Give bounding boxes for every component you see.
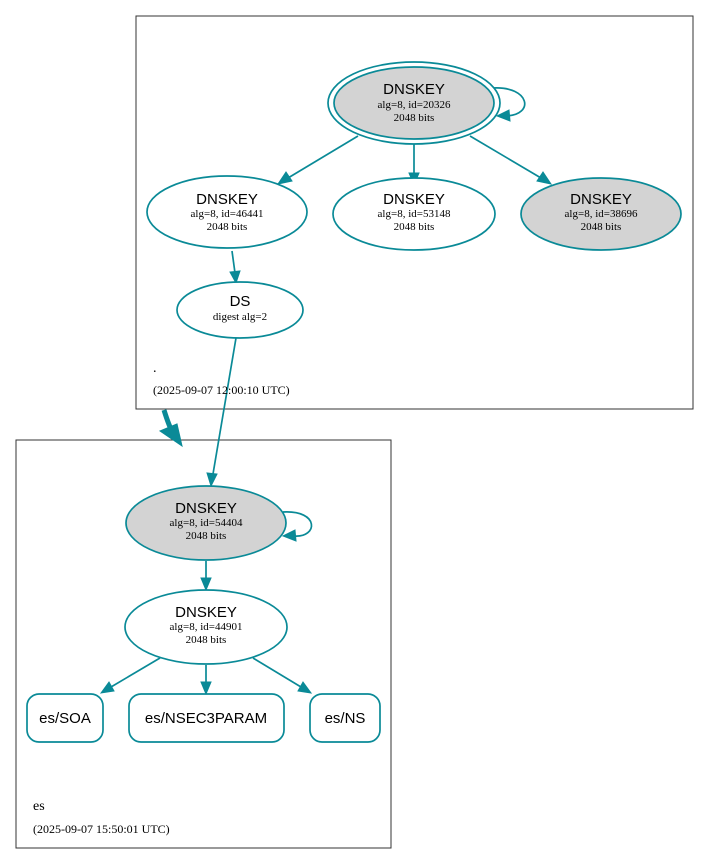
node-key-info: alg=8, id=53148 — [378, 208, 451, 220]
arrowhead — [200, 681, 212, 696]
edge-ksk-to-zsk3 — [469, 135, 542, 179]
arrowhead — [495, 109, 511, 122]
node-title: DNSKEY — [175, 604, 237, 621]
arrowhead — [536, 171, 553, 185]
node-es-ns[interactable]: es/NS — [309, 693, 381, 743]
node-key-size: 2048 bits — [394, 112, 435, 124]
arrowhead — [206, 472, 218, 488]
root-zone-timestamp: (2025-09-07 12:00:10 UTC) — [153, 383, 290, 397]
delegation-edges — [158, 337, 237, 488]
node-title: es/SOA — [39, 710, 91, 727]
edge-zsk-to-ns — [252, 657, 302, 688]
node-key-size: 2048 bits — [207, 221, 248, 233]
node-key-info: alg=8, id=46441 — [191, 208, 264, 220]
node-es-ksk[interactable]: DNSKEY alg=8, id=54404 2048 bits — [125, 485, 287, 561]
edge-ksk-to-zsk1 — [287, 135, 359, 179]
es-zone-timestamp: (2025-09-07 15:50:01 UTC) — [33, 822, 170, 836]
edge-es-ksk-self-loop — [282, 511, 313, 537]
node-root-ksk[interactable]: DNSKEY alg=8, id=20326 2048 bits — [327, 61, 501, 145]
node-title: DNSKEY — [383, 191, 445, 208]
node-title: es/NS — [325, 710, 366, 727]
node-key-info: alg=8, id=20326 — [378, 99, 451, 111]
root-zone-name: . — [153, 361, 157, 376]
node-key-size: 2048 bits — [394, 221, 435, 233]
node-digest-info: digest alg=2 — [213, 311, 267, 323]
arrowhead — [229, 270, 241, 285]
es-edges — [99, 511, 313, 696]
node-root-zsk-53148[interactable]: DNSKEY alg=8, id=53148 2048 bits — [332, 177, 496, 251]
arrowhead — [99, 681, 115, 694]
arrowhead — [297, 681, 313, 694]
node-key-size: 2048 bits — [581, 221, 622, 233]
node-key-info: alg=8, id=44901 — [170, 621, 243, 633]
edge-ksk-self-loop — [492, 87, 526, 117]
node-title: DNSKEY — [196, 191, 258, 208]
node-root-zsk-46441[interactable]: DNSKEY alg=8, id=46441 2048 bits — [146, 175, 308, 249]
arrowhead — [281, 529, 297, 542]
arrowhead — [158, 423, 183, 448]
es-zone-name: es — [33, 799, 45, 814]
arrowhead — [276, 171, 293, 185]
node-title: DNSKEY — [175, 500, 237, 517]
node-title: DNSKEY — [570, 191, 632, 208]
node-key-size: 2048 bits — [186, 634, 227, 646]
node-es-ds[interactable]: DS digest alg=2 — [176, 281, 304, 339]
node-root-zsk-38696[interactable]: DNSKEY alg=8, id=38696 2048 bits — [520, 177, 682, 251]
node-title: es/NSEC3PARAM — [145, 710, 267, 727]
node-es-nsec3param[interactable]: es/NSEC3PARAM — [128, 693, 285, 743]
node-es-soa[interactable]: es/SOA — [26, 693, 104, 743]
edge-ds-to-es-ksk — [212, 337, 237, 475]
edge-zsk1-to-ds — [231, 250, 236, 274]
node-key-info: alg=8, id=54404 — [170, 517, 243, 529]
edge-zsk-to-soa — [110, 657, 161, 688]
node-key-info: alg=8, id=38696 — [565, 208, 638, 220]
node-es-zsk[interactable]: DNSKEY alg=8, id=44901 2048 bits — [124, 589, 288, 665]
node-title: DNSKEY — [383, 81, 445, 98]
node-key-size: 2048 bits — [186, 530, 227, 542]
arrowhead — [200, 577, 212, 592]
node-title: DS — [230, 293, 251, 310]
